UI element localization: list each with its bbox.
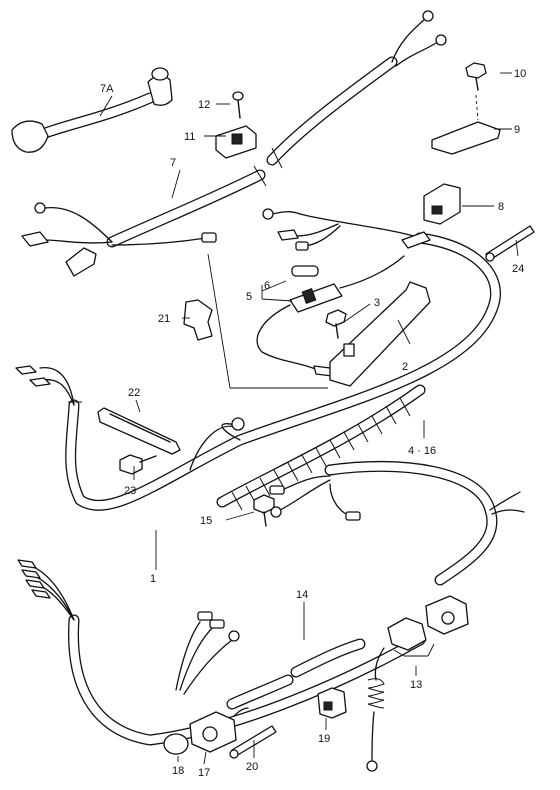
- label-24: 24: [512, 263, 524, 275]
- part-7-wire-harness[interactable]: [21, 165, 267, 277]
- part-22-plate[interactable]: [97, 407, 181, 455]
- label-8: 8: [498, 201, 504, 213]
- part-14-lower-harness[interactable]: [17, 460, 525, 746]
- label-7: 7: [170, 157, 176, 169]
- part-5-fuse-holder[interactable]: [256, 255, 405, 377]
- label-22: 22: [128, 387, 140, 399]
- part-24-tie-strap[interactable]: [485, 225, 535, 262]
- part-10-bolt[interactable]: [465, 62, 487, 91]
- part-4-16-spiral-tube[interactable]: [216, 384, 426, 511]
- part-17-switch[interactable]: [189, 707, 249, 753]
- part-12-screw[interactable]: [232, 91, 244, 119]
- part-11-clamp[interactable]: [215, 125, 257, 159]
- label-20: 20: [246, 761, 258, 773]
- label-9: 9: [514, 124, 520, 136]
- part-8-grommet[interactable]: [423, 183, 461, 225]
- label-15: 15: [200, 515, 212, 527]
- battery-lead-cable[interactable]: [266, 10, 447, 169]
- part-2-bracket[interactable]: [329, 281, 431, 387]
- part-13-stop-switch[interactable]: [366, 595, 469, 772]
- label-3: 3: [374, 297, 380, 309]
- part-9-bracket[interactable]: [431, 121, 501, 155]
- label-21: 21: [158, 313, 170, 325]
- label-4-16: 4 · 16: [408, 445, 436, 457]
- label-11: 11: [184, 131, 195, 143]
- part-6-fuse[interactable]: [291, 265, 319, 277]
- label-23: 23: [124, 485, 136, 497]
- part-21-clip[interactable]: [183, 299, 213, 341]
- label-7a: 7A: [100, 83, 114, 95]
- label-10: 10: [514, 68, 526, 80]
- label-2: 2: [402, 361, 408, 373]
- label-5: 5: [246, 291, 252, 303]
- label-19: 19: [318, 733, 330, 745]
- part-1-main-harness[interactable]: [15, 208, 501, 511]
- label-14: 14: [296, 589, 308, 601]
- label-18: 18: [172, 765, 184, 777]
- part-19-grommet[interactable]: [317, 687, 347, 719]
- part-18-cap[interactable]: [163, 733, 189, 755]
- label-12: 12: [198, 99, 210, 111]
- label-17: 17: [198, 767, 210, 779]
- label-13: 13: [410, 679, 422, 691]
- label-1: 1: [150, 573, 156, 585]
- part-20-tie-strap[interactable]: [229, 725, 277, 759]
- part-3-screw[interactable]: [325, 309, 347, 339]
- part-23-bolt[interactable]: [119, 454, 157, 475]
- part-7a-battery-cable[interactable]: [11, 67, 173, 153]
- label-6: 6: [264, 280, 270, 292]
